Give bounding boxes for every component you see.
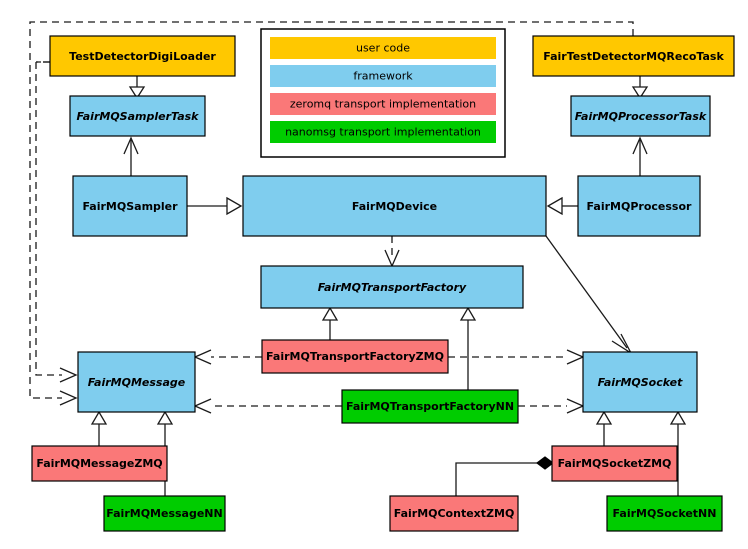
node-box-fairmqdevice[interactable] bbox=[242, 175, 547, 237]
node-box-fairmqsamplertask[interactable] bbox=[69, 95, 206, 137]
node-label-fairmqmessage: FairMQMessage bbox=[88, 376, 186, 389]
edge-sampler-device bbox=[187, 196, 243, 216]
node-fairmqprocessortask[interactable]: FairMQProcessorTask bbox=[570, 95, 711, 137]
edge-sampler-samplertask bbox=[123, 136, 139, 176]
edge-processor-device bbox=[546, 196, 578, 216]
legend-label-framework: framework bbox=[353, 70, 413, 83]
legend-item-nanomsg: nanomsg transport implementation bbox=[270, 121, 496, 143]
node-label-fairmqprocessor: FairMQProcessor bbox=[587, 200, 692, 213]
node-box-fairmqmessage[interactable] bbox=[77, 351, 196, 413]
node-fairmqtransportfactorynn[interactable]: FairMQTransportFactoryNN bbox=[341, 389, 519, 424]
node-label-fairmqdevice: FairMQDevice bbox=[352, 200, 437, 213]
legend-swatch-user-code bbox=[270, 37, 496, 59]
node-testdetectordigiloader[interactable]: TestDetectorDigiLoader bbox=[49, 35, 236, 77]
edge-device-socket bbox=[545, 235, 633, 355]
node-label-fairmqsocketzmq: FairMQSocketZMQ bbox=[558, 457, 672, 470]
node-box-fairmqcontextzmq[interactable] bbox=[389, 495, 519, 532]
edge-digiloader-message bbox=[35, 61, 78, 383]
edge-factoryzmq-message bbox=[193, 349, 262, 365]
node-box-fairmqprocessortask[interactable] bbox=[570, 95, 711, 137]
legend-item-user-code: user code bbox=[270, 37, 496, 59]
node-box-fairtestdetectormqrecotask[interactable] bbox=[532, 35, 735, 77]
node-fairmqsocket[interactable]: FairMQSocket bbox=[582, 351, 698, 413]
edge-device-transportfactory bbox=[384, 236, 400, 268]
node-layer: TestDetectorDigiLoader FairTestDetectorM… bbox=[31, 35, 735, 532]
node-box-fairmqsocket[interactable] bbox=[582, 351, 698, 413]
edge-messagezmq-message bbox=[90, 410, 108, 446]
node-box-fairmqsocketnn[interactable] bbox=[606, 495, 723, 532]
edge-layer bbox=[29, 21, 687, 496]
edge-factoryzmq-factory bbox=[321, 306, 339, 340]
legend-item-framework: framework bbox=[270, 65, 496, 87]
legend-item-zeromq: zeromq transport implementation bbox=[270, 93, 496, 115]
legend: user code framework zeromq transport imp… bbox=[260, 28, 506, 158]
node-fairmqtransportfactory[interactable]: FairMQTransportFactory bbox=[260, 265, 524, 309]
node-box-fairmqtransportfactory[interactable] bbox=[260, 265, 524, 309]
legend-label-user-code: user code bbox=[356, 42, 410, 55]
edge-factorynn-socket bbox=[518, 398, 585, 414]
node-fairmqsampler[interactable]: FairMQSampler bbox=[72, 175, 188, 237]
node-fairmqprocessor[interactable]: FairMQProcessor bbox=[577, 175, 701, 237]
node-box-fairmqtransportfactoryzmq[interactable] bbox=[261, 339, 449, 374]
node-fairmqsocketnn[interactable]: FairMQSocketNN bbox=[606, 495, 723, 532]
legend-swatch-framework bbox=[270, 65, 496, 87]
node-box-fairmqmessagenn[interactable] bbox=[103, 495, 226, 532]
legend-swatch-zeromq bbox=[270, 93, 496, 115]
node-label-fairmqmessagenn: FairMQMessageNN bbox=[106, 507, 222, 520]
edge-recotask-message bbox=[29, 21, 634, 406]
node-box-fairmqsocketzmq[interactable] bbox=[551, 445, 678, 482]
node-box-testdetectordigiloader[interactable] bbox=[49, 35, 236, 77]
legend-label-zeromq: zeromq transport implementation bbox=[290, 98, 476, 111]
edge-socketzmq-socket bbox=[595, 410, 613, 446]
node-label-fairmqmessagezmq: FairMQMessageZMQ bbox=[36, 457, 162, 470]
node-fairmqmessage[interactable]: FairMQMessage bbox=[77, 351, 196, 413]
node-fairmqsamplertask[interactable]: FairMQSamplerTask bbox=[69, 95, 206, 137]
node-label-testdetectordigiloader: TestDetectorDigiLoader bbox=[69, 50, 216, 63]
edge-factorynn-factory bbox=[459, 306, 477, 390]
edge-socketnn-socket bbox=[669, 410, 687, 496]
edge-contextzmq-socketzmq bbox=[455, 456, 554, 496]
legend-swatch-nanomsg bbox=[270, 121, 496, 143]
node-label-fairmqtransportfactoryzmq: FairMQTransportFactoryZMQ bbox=[266, 350, 444, 363]
legend-label-nanomsg: nanomsg transport implementation bbox=[285, 126, 481, 139]
node-label-fairmqsampler: FairMQSampler bbox=[82, 200, 178, 213]
node-fairmqtransportfactoryzmq[interactable]: FairMQTransportFactoryZMQ bbox=[261, 339, 449, 374]
node-fairtestdetectormqrecotask[interactable]: FairTestDetectorMQRecoTask bbox=[532, 35, 735, 77]
edge-digiloader-samplertask bbox=[128, 76, 146, 100]
node-label-fairmqcontextzmq: FairMQContextZMQ bbox=[394, 507, 515, 520]
edge-factorynn-message bbox=[193, 398, 342, 414]
node-label-fairmqsamplertask: FairMQSamplerTask bbox=[77, 110, 200, 123]
node-label-fairmqtransportfactorynn: FairMQTransportFactoryNN bbox=[346, 400, 514, 413]
node-box-fairmqsampler[interactable] bbox=[72, 175, 188, 237]
node-fairmqsocketzmq[interactable]: FairMQSocketZMQ bbox=[551, 445, 678, 482]
node-label-fairmqsocketnn: FairMQSocketNN bbox=[613, 507, 717, 520]
node-fairmqdevice[interactable]: FairMQDevice bbox=[242, 175, 547, 237]
node-label-fairtestdetectormqrecotask: FairTestDetectorMQRecoTask bbox=[543, 50, 724, 63]
node-fairmqmessagenn[interactable]: FairMQMessageNN bbox=[103, 495, 226, 532]
node-fairmqcontextzmq[interactable]: FairMQContextZMQ bbox=[389, 495, 519, 532]
node-label-fairmqprocessortask: FairMQProcessorTask bbox=[575, 110, 707, 123]
node-box-fairmqprocessor[interactable] bbox=[577, 175, 701, 237]
node-label-fairmqtransportfactory: FairMQTransportFactory bbox=[318, 281, 467, 294]
edge-processor-processortask bbox=[632, 136, 648, 176]
node-label-fairmqsocket: FairMQSocket bbox=[598, 376, 684, 389]
node-box-fairmqtransportfactorynn[interactable] bbox=[341, 389, 519, 424]
node-box-fairmqmessagezmq[interactable] bbox=[31, 445, 168, 482]
node-fairmqmessagezmq[interactable]: FairMQMessageZMQ bbox=[31, 445, 168, 482]
edge-recotask-processortask bbox=[631, 76, 649, 100]
